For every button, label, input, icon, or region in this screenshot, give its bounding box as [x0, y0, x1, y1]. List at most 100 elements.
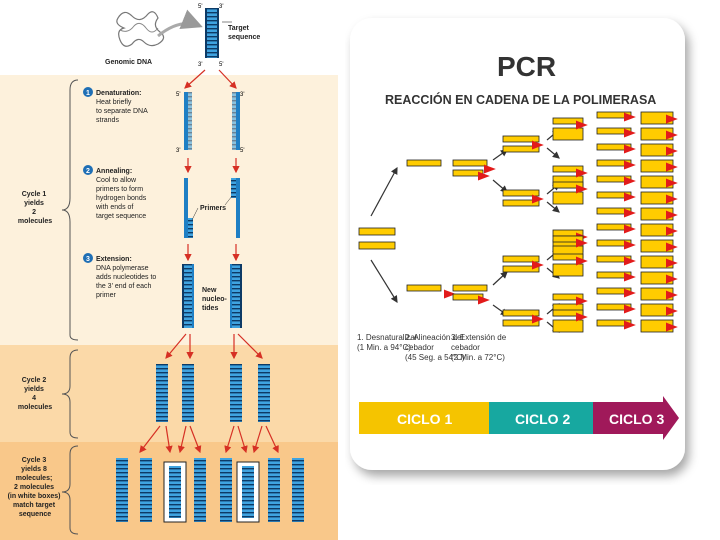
cycle3-strand — [596, 319, 632, 327]
cycle2-extension — [552, 263, 584, 277]
cycle2-extension — [552, 165, 584, 173]
denatured-strand — [406, 159, 442, 167]
svg-text:5': 5' — [198, 4, 202, 10]
primer-mark — [666, 178, 678, 188]
primer-mark — [666, 322, 678, 332]
ciclo1-segment — [359, 402, 489, 434]
primer-mark — [666, 146, 678, 156]
cycle3-strand — [596, 207, 632, 215]
primer-mark — [478, 295, 490, 305]
cycle2-extension — [552, 191, 584, 205]
branch-arrow — [546, 201, 560, 213]
cycle3-strand — [596, 191, 632, 199]
step3-circle — [83, 253, 93, 263]
svg-text:3': 3' — [176, 148, 180, 154]
primer-mark — [576, 312, 588, 322]
primer-mark — [576, 238, 588, 248]
step2-text: Annealing: Cool to allow primers to form… — [95, 168, 148, 220]
svg-text:3': 3' — [219, 4, 223, 10]
cycle3-strand — [596, 175, 632, 183]
step1-text: Denaturation: Heat briefly to separate D… — [96, 90, 149, 124]
ciclo3-segment — [593, 396, 679, 440]
primer-mark — [484, 164, 496, 174]
primer-mark — [624, 240, 636, 250]
cycle2-strand — [502, 199, 540, 207]
cycle1-brace — [61, 79, 79, 341]
cycle3-strand — [596, 255, 632, 263]
cycle2-band — [0, 345, 338, 442]
primer-mark — [666, 274, 678, 284]
cycle3-strand — [596, 303, 632, 311]
pcr-title: PCR — [497, 51, 556, 82]
primer-mark — [624, 144, 636, 154]
ciclo2-label: CICLO 2 — [515, 411, 570, 427]
primer-mark — [666, 162, 678, 172]
primer-mark — [532, 140, 544, 150]
primer-mark — [624, 288, 636, 298]
pcr-subtitle: REACCIÓN EN CADENA DE LA POLIMERASA — [385, 92, 656, 107]
step2-circle — [83, 165, 93, 175]
step3-text: Extension: DNA polymerase adds nucleotid… — [96, 256, 158, 299]
primer-mark — [624, 192, 636, 202]
primer-mark — [576, 256, 588, 266]
genomic-dna-label: Genomic DNA — [105, 59, 152, 66]
pcr-strands — [358, 111, 678, 333]
branch-arrow — [370, 166, 398, 217]
primer-mark — [624, 272, 636, 282]
step1-label: 1. Desnaturalizar (1 Min. a 94°C) — [357, 333, 420, 352]
cycle2-extension — [552, 319, 584, 333]
primer-mark — [666, 306, 678, 316]
svg-text:5': 5' — [240, 148, 244, 154]
primer-mark — [624, 112, 636, 122]
cycle3-strand — [596, 111, 632, 119]
cycle3-strand — [596, 271, 632, 279]
cycle2-extension — [552, 127, 584, 141]
primer-mark — [624, 176, 636, 186]
step1-circle — [83, 87, 93, 97]
cycle2-extension — [552, 181, 584, 189]
zoom-arrow-icon — [157, 9, 203, 38]
primer-mark — [666, 226, 678, 236]
cycle3-strand — [596, 287, 632, 295]
pcr-english-diagram: Genomic DNA 5' 3' 3' 5' Target sequence … — [0, 4, 338, 540]
branch-arrow — [492, 271, 508, 286]
svg-text:5': 5' — [176, 92, 180, 98]
primer-mark — [624, 224, 636, 234]
cycle3-strand — [596, 223, 632, 231]
svg-text:2: 2 — [86, 168, 90, 175]
ciclo3-label: CICLO 3 — [609, 411, 664, 427]
cycle2-extension — [552, 235, 584, 243]
svg-text:3': 3' — [240, 92, 244, 98]
cycle2-strand — [502, 255, 540, 263]
new-nucleotides-label: New nucleo- tides — [202, 287, 229, 312]
template-strand-top — [358, 227, 396, 236]
primers-label: Primers — [200, 205, 226, 212]
cycle1-band — [0, 75, 338, 345]
primer-mark — [532, 194, 544, 204]
ciclo2-segment — [489, 402, 593, 434]
cycle1-label: Cycle 1 yields 2 molecules — [18, 191, 52, 225]
cycle2-strand — [502, 145, 540, 153]
primer-mark — [576, 168, 588, 178]
cycle2-strand — [502, 309, 540, 317]
primer-mark — [624, 208, 636, 218]
primer-mark — [576, 296, 588, 306]
primer-mark — [624, 256, 636, 266]
annealed-strand — [452, 284, 488, 292]
primer-mark — [624, 160, 636, 170]
cycle2-brace — [61, 349, 79, 439]
primer-mark — [666, 114, 678, 124]
primer-mark — [666, 130, 678, 140]
cycle2-strand — [502, 135, 540, 143]
primer-mark — [666, 194, 678, 204]
primer-mark — [624, 320, 636, 330]
cycle2-strand — [502, 319, 540, 327]
primer-mark — [666, 210, 678, 220]
cycle3-molecules — [116, 458, 304, 523]
cycle2-molecules — [156, 364, 270, 422]
svg-text:5': 5' — [219, 62, 223, 68]
cycle2-label: Cycle 2 yields 4 molecules — [18, 377, 52, 411]
svg-text:3: 3 — [86, 256, 90, 263]
step2-label: 2. Alineación del cebador (45 Seg. a 54°… — [405, 333, 466, 362]
svg-text:1: 1 — [86, 90, 90, 97]
